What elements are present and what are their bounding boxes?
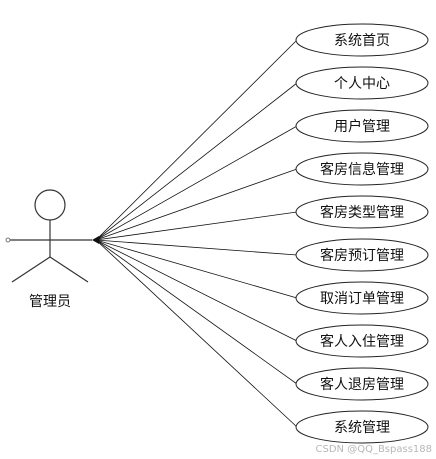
use-case-ellipse [295, 195, 429, 229]
association-line [95, 239, 298, 385]
use-case-ellipse [295, 238, 429, 272]
actor-right-leg [49, 256, 89, 283]
actor-head [34, 189, 66, 221]
association-lines [92, 39, 298, 428]
use-case: 客人入住管理 [295, 324, 429, 358]
association-line [95, 239, 298, 299]
use-case-ellipse [295, 367, 429, 401]
association-line [95, 239, 298, 256]
use-case-ellipse [295, 152, 429, 186]
use-case: 系统首页 [295, 23, 429, 57]
use-case: 客房信息管理 [295, 152, 429, 186]
use-case-ellipse [295, 66, 429, 100]
use-case-list: 系统首页个人中心用户管理客房信息管理客房类型管理客房预订管理取消订单管理客人入住… [295, 23, 429, 444]
use-case-label: 个人中心 [334, 76, 390, 92]
use-case-ellipse [295, 281, 429, 315]
use-case-ellipse [295, 23, 429, 57]
use-case-label: 用户管理 [334, 118, 390, 135]
actor-administrator: 管理员 [5, 189, 92, 310]
use-case-label: 客房信息管理 [320, 161, 404, 178]
association-line [95, 211, 298, 241]
actor-label: 管理员 [29, 294, 71, 310]
use-case: 用户管理 [295, 109, 429, 143]
actor-left-hand-marker [5, 237, 11, 243]
association-line [95, 82, 298, 241]
use-case-label: 系统首页 [334, 33, 390, 49]
use-case-label: 客人入住管理 [320, 333, 404, 350]
actor-left-leg [11, 256, 51, 283]
use-case-label: 客房类型管理 [320, 204, 404, 221]
use-case: 客房预订管理 [295, 238, 429, 272]
association-hub [92, 236, 99, 244]
use-case-label: 系统管理 [334, 420, 390, 436]
use-case-label: 客人退房管理 [320, 376, 404, 393]
association-line [95, 168, 298, 241]
use-case-label: 取消订单管理 [320, 291, 404, 307]
use-case-label: 客房预订管理 [320, 247, 404, 264]
use-case: 客房类型管理 [295, 195, 429, 229]
use-case-ellipse [295, 324, 429, 358]
association-line [95, 239, 298, 428]
use-case: 个人中心 [295, 66, 429, 100]
use-case: 系统管理 [295, 410, 429, 444]
use-case: 客人退房管理 [295, 367, 429, 401]
use-case-ellipse [295, 410, 429, 444]
association-line [95, 239, 298, 342]
association-line [95, 39, 298, 241]
watermark-text: CSDN @QQ_Bspass188 [316, 444, 432, 455]
use-case: 取消订单管理 [295, 281, 429, 315]
association-line [95, 125, 298, 241]
use-case-ellipse [295, 109, 429, 143]
